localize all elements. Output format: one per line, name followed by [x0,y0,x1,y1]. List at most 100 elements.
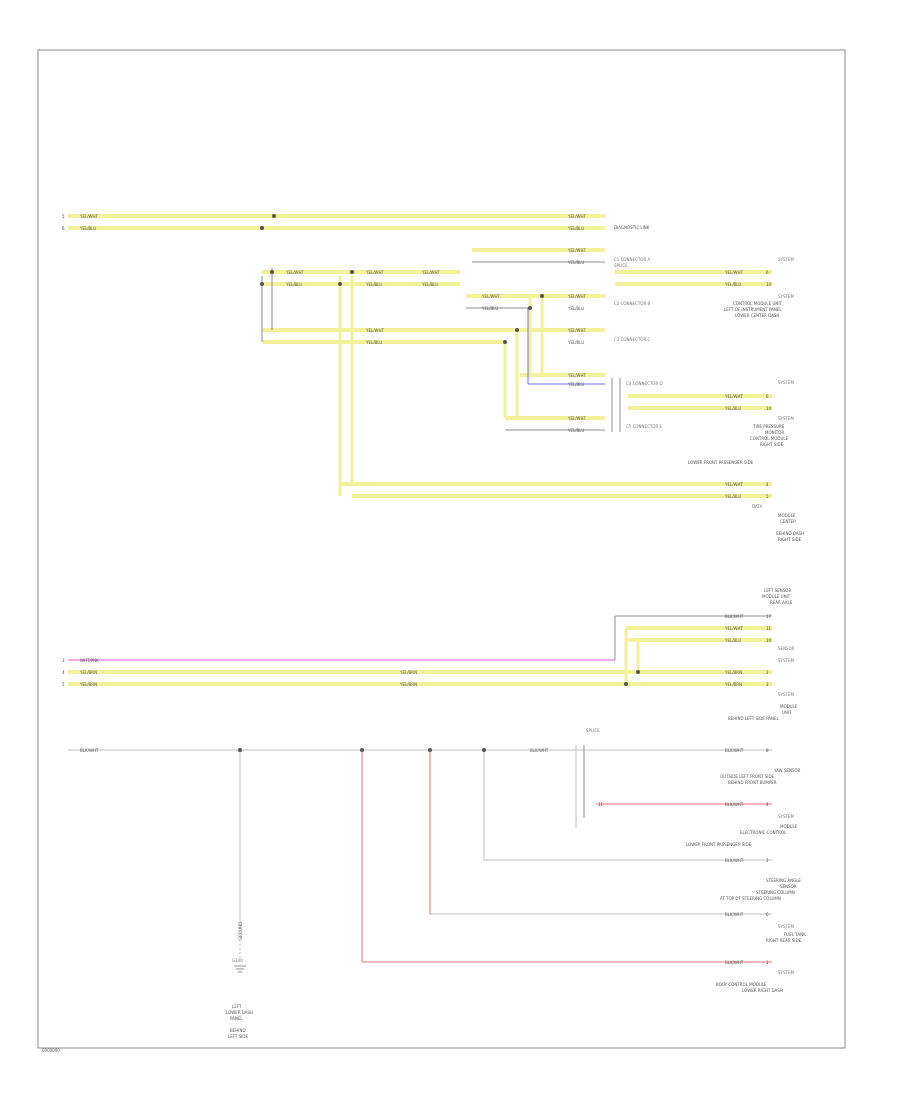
component-label: BEHIND LEFT SIDE PANEL [728,716,780,721]
wire-label: BLK/WHT [725,912,744,917]
wire-label: YEL/WHT [365,270,385,275]
middle-verticals [624,628,640,684]
component-label: CONTROL MODULE [750,436,789,441]
pin-number: 6 [766,270,769,275]
component-tag: SYSTEM [778,658,794,663]
wire-label: YEL/BLU [567,428,584,433]
wire-label: YEL/WHT [365,328,385,333]
diagram-frame [37,49,846,1049]
wire-label: YEL/WHT [724,482,744,487]
component-tag: SYSTEM [778,814,794,819]
component-label: STEERING ANGLE [766,878,801,883]
pin-number: 3 [62,658,65,663]
wire-label: YEL/BLU [79,226,96,231]
ground-location: LEFT [232,1004,242,1009]
diagram-code: 0000000 [42,1048,60,1053]
bottom-gray-wires [68,745,772,920]
wire-label: YEL/WHT [567,328,587,333]
wire-label: YEL/BLU [724,494,741,499]
connector-label: C3 CONNECTOR C [614,337,650,342]
component-label: CENTER [780,519,796,524]
wire-label: WHT/PNK [80,658,99,663]
ground-location: LOWER DASH [226,1010,253,1015]
component-tag: SYSTEM [778,294,794,299]
component-label: LOWER CENTER DASH [735,313,779,318]
wire-label: YEL/BLU [421,282,438,287]
component-label: MONITOR [765,430,784,435]
connector-label: C4 CONNECTOR D [626,381,663,386]
wire-label: YEL/BLU [567,340,584,345]
component-label: SENSOR [780,884,797,889]
ground-wire-label: GROUND [238,922,243,940]
component-tag: SYSTEM [778,692,794,697]
pin-number: 5 [62,682,65,687]
component-label: FUEL TANK [784,932,806,937]
wire-label: YEL/BRN [79,682,97,687]
wire-label: YEL/BRN [79,670,97,675]
pin-number: 4 [62,670,65,675]
wire-label: YEL/WHT [285,270,305,275]
connector-label: C5 CONNECTOR E [626,424,662,429]
pin-number: 5 [766,494,769,499]
pin-number: 8 [766,748,769,753]
wire-label: BLK/WHT [530,748,549,753]
wire-label: YEL/WHT [724,394,744,399]
wire-label: YEL/BLU [724,406,741,411]
connector-label: SPLICE [614,263,628,268]
component-label: MODULE [780,824,798,829]
splice-dots-bottom [238,748,486,752]
component-tag: SENSOR [778,646,795,651]
wire-label: YEL/BLU [365,282,382,287]
top-bus [68,214,772,498]
wire-label: BLK/WHT [725,858,744,863]
splice-dots-top [260,214,544,344]
pin-number: 1 [766,960,769,965]
component-label: MODULE [780,704,798,709]
component-label: MODULE [778,513,796,518]
pin-number: 10 [766,638,772,643]
pin-number: 17 [766,614,772,619]
pin-number: 4 [766,802,769,807]
pin-number: 4 [766,482,769,487]
component-label: BEHIND DASH [776,531,804,536]
component-tag: SYSTEM [778,970,794,975]
component-label: LEFT SENSOR [764,588,791,593]
ground-point-label: G100 [232,958,243,963]
pin-number: 6 [766,394,769,399]
wire-label: YEL/BLU [567,382,584,387]
pin-number: 6 [62,226,65,231]
pin-number: 6 [766,912,769,917]
wire-label: YEL/WHT [481,294,501,299]
component-label: LEFT OF INSTRUMENT PANEL [724,307,782,312]
component-tag: SYSTEM [778,924,794,929]
wire-label: YEL/BRN [724,682,742,687]
wire-label: YEL/BLU [724,638,741,643]
connector-label: SPLICE [586,728,600,733]
component-label: LOWER RIGHT DASH [742,988,783,993]
component-tag: SYSTEM [778,257,794,262]
pin-number: 14 [766,406,772,411]
component-label: REAR AXLE [770,600,793,605]
pin-number: 2 [766,670,769,675]
component-tag: SYSTEM [778,380,794,385]
component-label: RIGHT SIDE [778,537,802,542]
component-label: LOWER FRONT PASSENGER SIDE [688,460,754,465]
component-label: AT TOP OF STEERING COLUMN [720,896,781,901]
wire-label: YEL/BRN [724,670,742,675]
pin-number: 14 [766,282,772,287]
component-tag: SYSTEM [778,416,794,421]
component-label: YAW SENSOR [773,768,801,773]
wire-label: BLK/WHT [725,614,744,619]
wire-label: BLK/WHT [725,748,744,753]
wire-label: YEL/BLU [724,282,741,287]
wire-label: YEL/BLU [567,306,584,311]
ground-location: BEHIND [230,1028,246,1033]
pin-number: 3 [766,682,769,687]
red-wires [361,750,772,963]
wire-label: YEL/BLU [567,226,584,231]
middle-bus [68,626,772,686]
component-label: DIAGNOSTIC LINK [614,225,650,230]
wire-label: YEL/BLU [365,340,382,345]
ground-location: PANEL [230,1016,243,1021]
